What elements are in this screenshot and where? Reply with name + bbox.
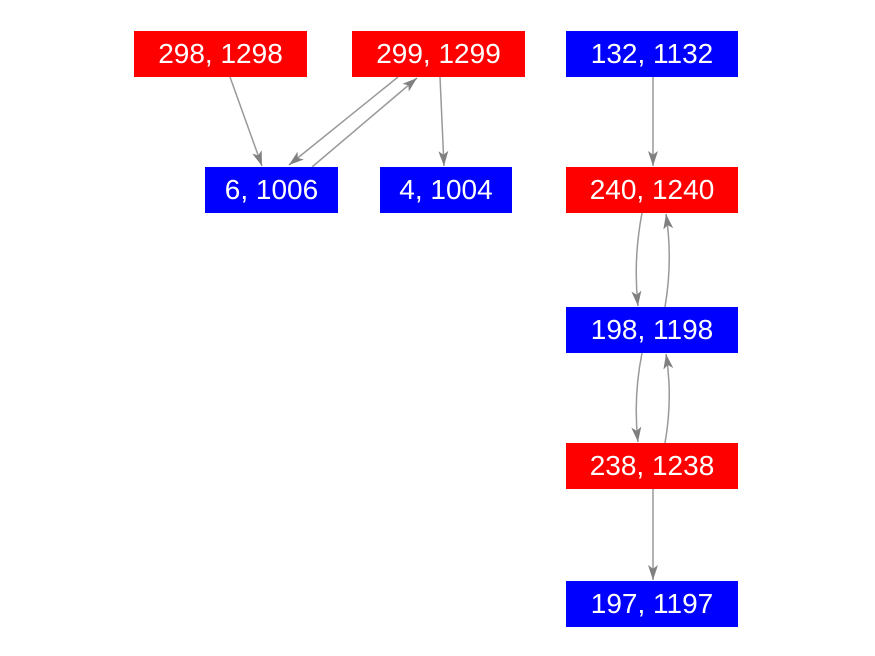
- edge-n299_1299-to-n4_1004: [438, 76, 449, 167]
- edge-n198_1198-to-n240_1240: [663, 213, 674, 308]
- graph-node-n4_1004: 4, 1004: [380, 167, 512, 213]
- edge-n238_1238-to-n198_1198: [663, 353, 674, 444]
- graph-node-n298_1298: 298, 1298: [134, 31, 307, 77]
- graph-node-n299_1299: 299, 1299: [352, 31, 525, 77]
- edge-n240_1240-to-n198_1198: [631, 212, 643, 307]
- edge-n6_1006-to-n299_1299: [311, 77, 418, 168]
- graph-node-n6_1006: 6, 1006: [205, 167, 338, 213]
- graph-node-n197_1197: 197, 1197: [566, 581, 738, 627]
- edge-n298_1298-to-n6_1006: [229, 76, 263, 167]
- graph-node-n198_1198: 198, 1198: [566, 307, 738, 353]
- edge-n198_1198-to-n238_1238: [631, 352, 643, 443]
- edge-n299_1299-to-n6_1006: [288, 76, 399, 166]
- graph-node-n238_1238: 238, 1238: [566, 443, 738, 489]
- graph-node-n240_1240: 240, 1240: [566, 167, 738, 213]
- graph-node-n132_1132: 132, 1132: [566, 31, 738, 77]
